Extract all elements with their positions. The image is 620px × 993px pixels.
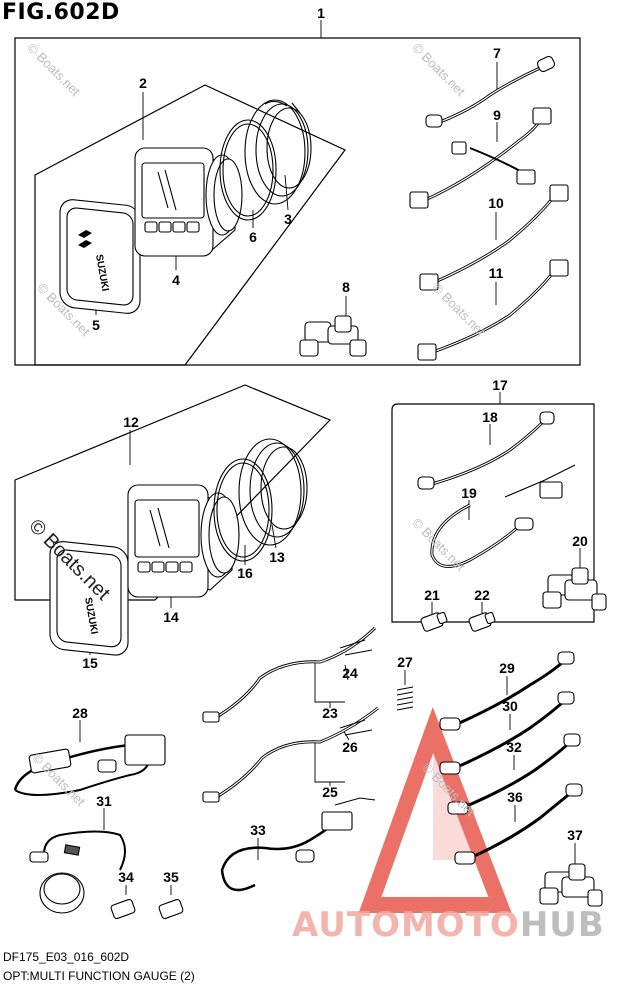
tee-connector-20 <box>542 567 607 611</box>
cable-19 <box>430 464 576 568</box>
group-12-frame <box>14 384 332 601</box>
callout-1: 1 <box>317 5 325 21</box>
gps-antenna-31 <box>29 830 126 914</box>
callout-17: 17 <box>492 377 508 393</box>
callout-8: 8 <box>342 279 350 295</box>
callout-26: 26 <box>342 739 358 755</box>
sensor-harness-28 <box>13 734 166 796</box>
callout-34: 34 <box>118 869 134 885</box>
callout-29: 29 <box>499 660 515 676</box>
terminator-34 <box>110 898 136 920</box>
callout-37: 37 <box>567 827 583 843</box>
callout-2: 2 <box>139 75 147 91</box>
figure-title: FIG.602D <box>2 0 120 25</box>
gauge-unit-14 <box>127 484 240 598</box>
callout-20: 20 <box>572 533 588 549</box>
callout-28: 28 <box>72 705 88 721</box>
harness-11 <box>417 259 569 361</box>
gauge-locknut-3 <box>244 99 312 205</box>
cable-36 <box>454 783 583 865</box>
cable-18 <box>417 411 555 490</box>
harness-26 <box>202 706 379 803</box>
callout-36: 36 <box>507 789 523 805</box>
callout-13: 13 <box>269 549 285 565</box>
callout-3: 3 <box>284 211 292 227</box>
callout-4: 4 <box>172 272 180 288</box>
callout-22: 22 <box>474 587 490 603</box>
spring-27 <box>396 686 414 711</box>
callout-23: 23 <box>322 705 338 721</box>
cable-29 <box>439 651 575 731</box>
callout-7: 7 <box>493 45 501 61</box>
callout-14: 14 <box>163 609 179 625</box>
callout-27: 27 <box>397 654 413 670</box>
callout-25: 25 <box>322 784 338 800</box>
callout-12: 12 <box>123 414 139 430</box>
gauge-cover-5: SUZUKI <box>59 199 141 314</box>
callout-15: 15 <box>82 655 98 671</box>
gauge-locknut-13 <box>238 438 308 546</box>
group-2-frame <box>34 84 346 366</box>
callout-16: 16 <box>237 565 253 581</box>
callout-10: 10 <box>488 195 504 211</box>
callout-11: 11 <box>489 265 504 281</box>
cable-32 <box>447 733 581 815</box>
tee-connector-8 <box>299 315 367 357</box>
terminator-21 <box>420 611 448 632</box>
logo-part-2: HUB <box>519 905 605 945</box>
gauge-unit-4 <box>134 147 243 257</box>
callout-33: 33 <box>250 822 266 838</box>
gauge-ring-16 <box>213 458 273 562</box>
group-1-frame <box>14 37 581 366</box>
callout-31: 31 <box>96 793 112 809</box>
callout-9: 9 <box>493 107 501 123</box>
callout-24: 24 <box>342 665 358 681</box>
callout-32: 32 <box>506 739 522 755</box>
group-17-frame <box>391 403 595 623</box>
callout-6: 6 <box>249 229 257 245</box>
callout-21: 21 <box>424 587 440 603</box>
gauge-ring-6 <box>219 119 277 221</box>
gauge-cover-15: SUZUKI <box>49 541 129 656</box>
harness-24 <box>202 626 377 723</box>
footer-caption: OPT:MULTI FUNCTION GAUGE (2) <box>3 969 195 983</box>
logo-part-1: AUTOMOTO <box>292 905 520 945</box>
callout-5: 5 <box>92 317 100 333</box>
callout-30: 30 <box>502 698 518 714</box>
tee-connector-37 <box>539 863 603 907</box>
cable-33 <box>220 797 376 892</box>
harness-9 <box>409 107 552 209</box>
footer-code: DF175_E03_016_602D <box>3 950 130 964</box>
callout-35: 35 <box>163 869 179 885</box>
automotohub-logo-text: AUTOMOTOHUB <box>292 905 605 945</box>
cable-7 <box>425 55 556 128</box>
callout-18: 18 <box>482 409 498 425</box>
cable-30 <box>439 691 575 775</box>
terminator-35 <box>158 898 184 920</box>
harness-10 <box>419 184 569 291</box>
callout-19: 19 <box>461 485 477 501</box>
terminator-22 <box>468 611 496 632</box>
